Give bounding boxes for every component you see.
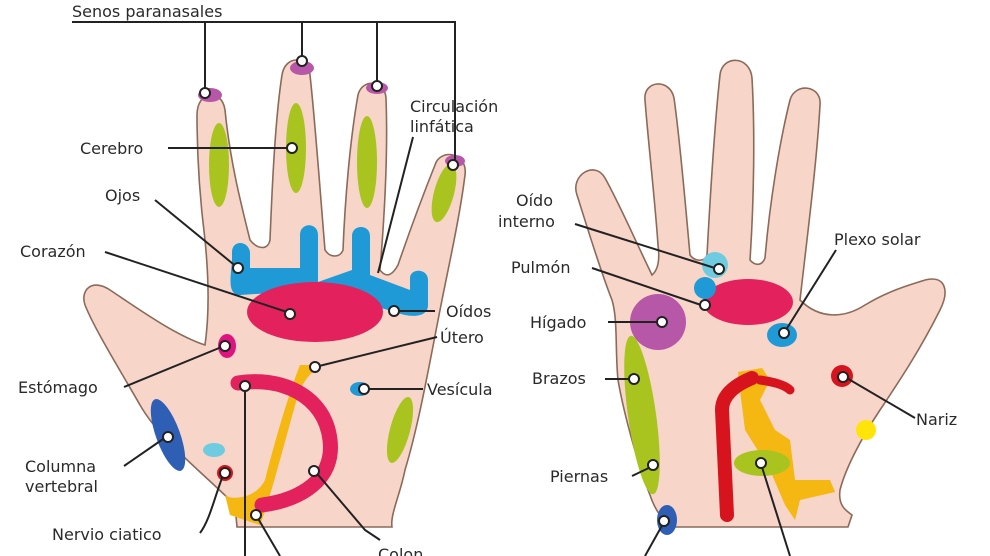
pin-vesicula [358, 383, 370, 395]
left-lightblue-mark [203, 443, 225, 457]
left-eyes-ears-zone [230, 225, 428, 316]
pin-green [755, 457, 767, 469]
pin-pulmon [699, 299, 711, 311]
left-uterus-zone [225, 365, 322, 525]
pin-oidos [388, 305, 400, 317]
left-cerebro-mark-1 [209, 123, 229, 207]
left-colon-zone [230, 374, 338, 513]
left-heart-zone [247, 282, 383, 342]
left-hand-labels: Senos paranasales Circulación linfática … [18, 2, 498, 556]
pin-plexo-solar [778, 327, 790, 339]
left-hand [83, 59, 466, 528]
pin-columna [162, 431, 174, 443]
pin-sinus-3 [371, 80, 383, 92]
right-red-tip [755, 375, 795, 395]
label-senos-paranasales: Senos paranasales [72, 2, 222, 21]
label-columna-1: Columna [25, 457, 96, 476]
right-lung-zone [703, 279, 793, 325]
pin-higado [656, 316, 668, 328]
pin-yellow-bottom [250, 509, 262, 521]
pin-colon-top [239, 380, 251, 392]
pin-utero [309, 361, 321, 373]
pin-piernas [647, 459, 659, 471]
left-cerebro-mark-3 [357, 116, 377, 208]
label-oidos: Oídos [446, 302, 491, 321]
right-yellow-dot [856, 420, 876, 440]
label-corazon: Corazón [20, 242, 86, 261]
pin-oido-interno [713, 263, 725, 275]
label-oido-2: interno [498, 212, 555, 231]
label-higado: Hígado [530, 313, 586, 332]
pin-darkblue [658, 515, 670, 527]
pin-estomago [219, 340, 231, 352]
label-circulacion-2: linfática [410, 117, 474, 136]
label-brazos: Brazos [532, 369, 586, 388]
left-cerebro-mark-4 [431, 163, 457, 223]
pin-sinus-2 [296, 55, 308, 67]
right-blue-mark [694, 277, 716, 299]
right-red-zone [714, 371, 759, 522]
label-plexo-solar: Plexo solar [834, 230, 921, 249]
pin-ojos [232, 262, 244, 274]
pin-colon [308, 465, 320, 477]
label-piernas: Piernas [550, 467, 608, 486]
label-columna-2: vertebral [25, 477, 98, 496]
pin-corazon [284, 308, 296, 320]
pin-nervio [219, 467, 231, 479]
left-hand-leaders [72, 21, 456, 556]
right-yellow-zone [738, 368, 835, 520]
label-circulacion-1: Circulación [410, 97, 498, 116]
pin-nariz [837, 371, 849, 383]
label-vesicula: Vesícula [427, 380, 493, 399]
label-colon: Colon [378, 545, 423, 556]
label-ojos: Ojos [105, 186, 140, 205]
label-utero: Útero [440, 328, 484, 347]
left-hand-pins [162, 55, 459, 521]
label-nervio-ciatico: Nervio ciatico [52, 525, 162, 544]
label-estomago: Estómago [18, 378, 98, 397]
pin-cerebro [286, 142, 298, 154]
label-oido-1: Oído [516, 191, 553, 210]
right-hand-pins [628, 263, 849, 527]
left-sinus-2 [290, 61, 314, 75]
label-pulmon: Pulmón [511, 258, 570, 277]
pin-sinus-1 [199, 87, 211, 99]
pin-brazos [628, 373, 640, 385]
label-cerebro: Cerebro [80, 139, 143, 158]
right-hand-labels: Oído interno Pulmón Hígado Plexo solar B… [498, 191, 957, 486]
left-green-mark [386, 397, 414, 463]
right-hand-leaders [574, 223, 916, 556]
pin-sinus-4 [447, 159, 459, 171]
label-nariz: Nariz [916, 410, 957, 429]
